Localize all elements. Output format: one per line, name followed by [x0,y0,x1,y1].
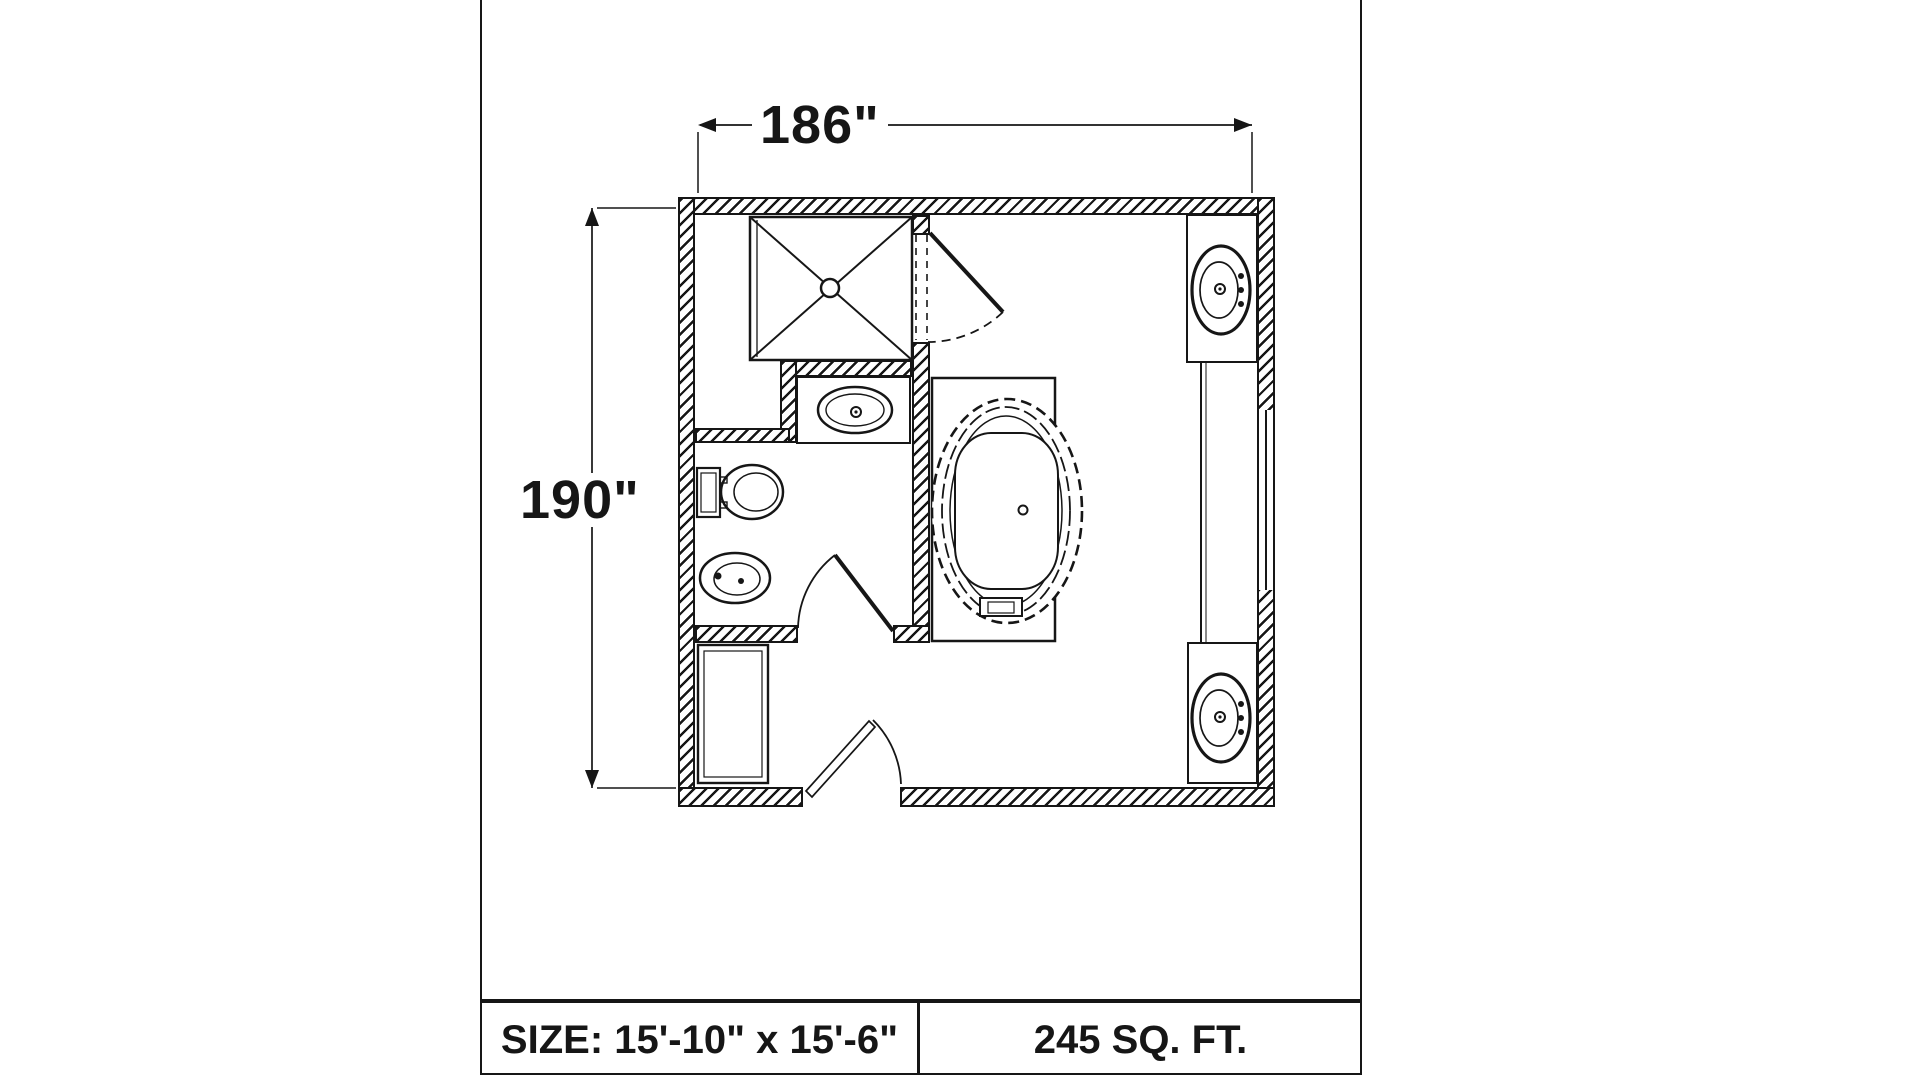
water-closet-door [797,553,895,633]
arrowhead-right [1234,118,1252,132]
linen-cabinet [696,643,770,785]
frame-bottom-border [480,1073,1362,1075]
seat-hinge [719,501,728,509]
frame-left-border [480,0,482,1075]
bidet [698,551,772,605]
dimension-width-label: 186" [752,98,888,152]
title-block-divider [917,999,920,1075]
seat-hinge [719,476,728,484]
arrowhead-up [585,208,599,226]
dimension-height-label: 190" [512,473,648,527]
garden-bathtub [930,376,1084,643]
right-vanity-counter [1200,362,1207,643]
wall-wc-bottom [695,625,798,643]
arrowhead-down [585,770,599,788]
tub-basin [954,432,1059,590]
wall-nook-bottom [695,428,790,443]
faucet [1214,711,1226,723]
vanity-sink [796,376,911,444]
shower-door [915,231,1005,343]
right-vanity-sink-top [1186,214,1258,363]
right-vanity-sink-bottom [1187,642,1258,784]
size-label: SIZE: 15'-10" x 15'-6" [500,1018,899,1062]
wall-bottom-left [678,787,803,807]
title-block-top-rule [480,999,1362,1003]
window-glass-line [1265,410,1267,590]
entry-door [804,719,902,799]
wall-bottom-right [900,787,1275,807]
frame-right-border [1360,0,1362,1075]
faucet [1214,283,1226,295]
tub-jet [1017,504,1029,516]
toilet [695,463,785,521]
area-label: 245 SQ. FT. [1033,1018,1248,1062]
wall-wc-bottom-stub [893,625,930,643]
arrowhead-left [698,118,716,132]
faucet [850,406,862,418]
walk-in-shower [748,215,914,362]
shower-drain [819,277,841,299]
